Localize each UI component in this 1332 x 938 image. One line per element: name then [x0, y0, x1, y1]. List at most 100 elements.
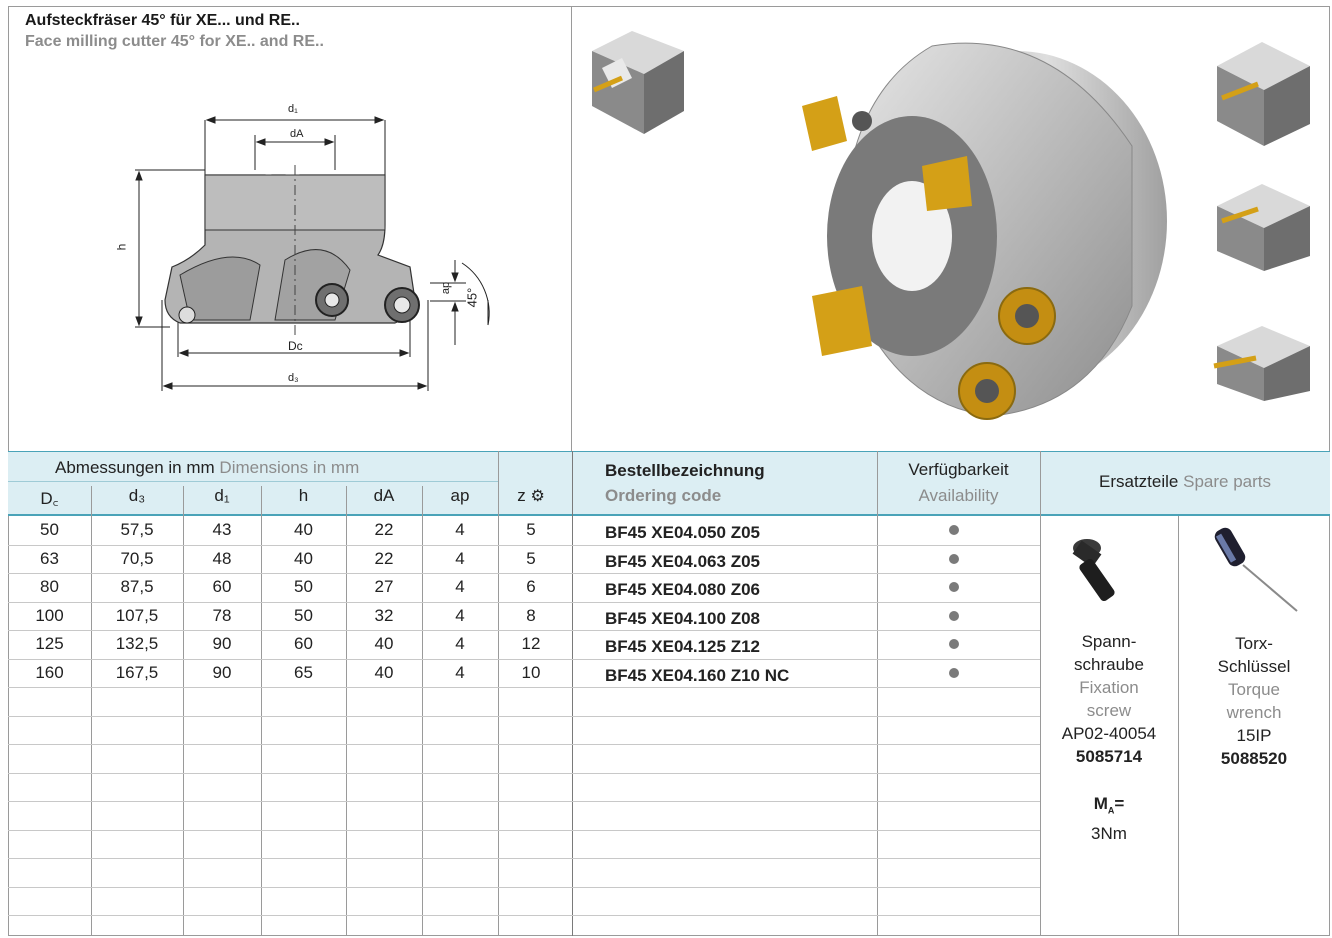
- wrench-name-en-1: Torque: [1228, 680, 1280, 699]
- row-line: [8, 887, 1040, 888]
- availability-en: Availability: [918, 486, 999, 505]
- ordering-code: BF45 XE04.050 Z05: [605, 523, 760, 542]
- screw-name-de-2: schraube: [1074, 655, 1144, 674]
- cell-Dc: 125: [35, 634, 64, 653]
- wrench-name-de-1: Torx-: [1235, 634, 1273, 653]
- cell-dA: 40: [374, 634, 394, 653]
- label-d1: d₁: [288, 103, 298, 115]
- col-header-d3: d₃: [128, 486, 146, 505]
- title-english: Face milling cutter 45° for XE.. and RE.…: [25, 33, 324, 50]
- cell-d3: 107,5: [115, 606, 159, 625]
- availability-dot: [949, 525, 959, 535]
- drawing-panel: [8, 6, 572, 451]
- wrench-name-de-2: Schlüssel: [1217, 657, 1291, 676]
- cell-Dc: 80: [40, 577, 59, 596]
- cell-d1: 90: [212, 634, 232, 653]
- col-line: [1178, 516, 1179, 936]
- cell-z: 5: [526, 520, 536, 539]
- torque-m: M: [1093, 794, 1108, 813]
- cell-Dc: 63: [40, 549, 59, 568]
- cell-dA: 40: [374, 663, 394, 682]
- ordering-en: Ordering code: [605, 486, 722, 505]
- col-header-dc: D꜀: [40, 489, 59, 508]
- torque-label: MA=: [1040, 792, 1178, 822]
- col-header-z: z ⚙: [498, 486, 564, 506]
- cell-d1: 78: [212, 606, 232, 625]
- cell-d1: 48: [212, 549, 232, 568]
- screw-icon: [1072, 539, 1115, 602]
- col-line: [346, 486, 347, 936]
- cell-ap: 4: [455, 606, 465, 625]
- screw-name-en-2: screw: [1086, 701, 1132, 720]
- availability-dot: [949, 639, 959, 649]
- cell-z: 6: [526, 577, 536, 596]
- cell-d1: 90: [212, 663, 232, 682]
- col-line: [1040, 451, 1041, 936]
- cell-d1: 60: [212, 577, 232, 596]
- product-render: [592, 31, 1310, 420]
- wrench-name-en-2: wrench: [1226, 703, 1282, 722]
- availability-dot: [949, 611, 959, 621]
- cell-Dc: 100: [35, 606, 64, 625]
- cube-icon: [1217, 42, 1310, 146]
- ordering-code: BF45 XE04.080 Z06: [605, 580, 760, 599]
- cell-d3: 167,5: [115, 663, 159, 682]
- wrench-order-no: 5088520: [1220, 749, 1288, 768]
- cell-z: 5: [526, 549, 536, 568]
- cutter-render: [802, 42, 1167, 420]
- cell-h: 40: [294, 520, 313, 539]
- row-line: [8, 602, 1040, 603]
- row-line: [8, 744, 1040, 745]
- col-header-ap: ap: [450, 486, 470, 505]
- cell-d3: 87,5: [120, 577, 154, 596]
- dimensions-en: Dimensions in mm: [219, 458, 360, 477]
- torque-eq: =: [1114, 794, 1125, 813]
- cell-h: 65: [294, 663, 313, 682]
- cell-z: 12: [521, 634, 541, 653]
- cell-ap: 4: [455, 520, 465, 539]
- cell-dA: 22: [374, 520, 394, 539]
- label-d3: d₃: [288, 372, 299, 384]
- ordering-code: BF45 XE04.100 Z08: [605, 609, 760, 628]
- col-header-dA: dA: [373, 486, 395, 505]
- dimensions-header: Abmessungen in mm Dimensions in mm: [55, 458, 359, 478]
- cell-d1: 43: [212, 520, 232, 539]
- cell-ap: 4: [455, 549, 465, 568]
- spare-parts-header: Ersatzteile Spare parts: [1040, 472, 1330, 492]
- torque-value: 3Nm: [1091, 824, 1127, 844]
- availability-dot: [949, 582, 959, 592]
- col-line: [877, 451, 878, 936]
- col-header-d1: d₁: [214, 486, 230, 505]
- cell-Dc: 160: [35, 663, 64, 682]
- cell-h: 50: [294, 606, 313, 625]
- title-german: Aufsteckfräser 45° für XE... und RE..: [25, 12, 300, 29]
- row-line: [8, 545, 1040, 546]
- torx-wrench-icon: [1214, 527, 1298, 612]
- wrench-size: 15IP: [1236, 726, 1272, 745]
- row-line: [8, 630, 1040, 631]
- cell-d3: 70,5: [120, 549, 154, 568]
- technical-drawing: [135, 116, 490, 391]
- label-Dc: Dc: [288, 339, 303, 353]
- wrench-info: Torx- Schlüssel Torque wrench 15IP 50885…: [1178, 632, 1330, 770]
- cell-h: 50: [294, 577, 313, 596]
- ordering-de: Bestellbezeichnung: [605, 461, 765, 480]
- ordering-code: BF45 XE04.160 Z10 NC: [605, 666, 790, 685]
- availability-de: Verfügbarkeit: [908, 460, 1009, 479]
- cell-dA: 32: [374, 606, 394, 625]
- cell-Dc: 50: [40, 520, 59, 539]
- ordering-code: BF45 XE04.125 Z12: [605, 637, 760, 656]
- col-line: [183, 486, 184, 936]
- table-header: [8, 451, 1330, 516]
- cube-icon: [592, 31, 684, 134]
- label-h: h: [114, 243, 129, 251]
- cube-icon: [1213, 326, 1310, 401]
- label-dA: dA: [290, 128, 304, 140]
- row-line: [8, 687, 1040, 688]
- cell-dA: 27: [374, 577, 394, 596]
- row-line: [8, 716, 1040, 717]
- screw-name-de-1: Spann-: [1081, 632, 1137, 651]
- cell-h: 60: [294, 634, 313, 653]
- cell-z: 8: [526, 606, 536, 625]
- availability-dot: [949, 668, 959, 678]
